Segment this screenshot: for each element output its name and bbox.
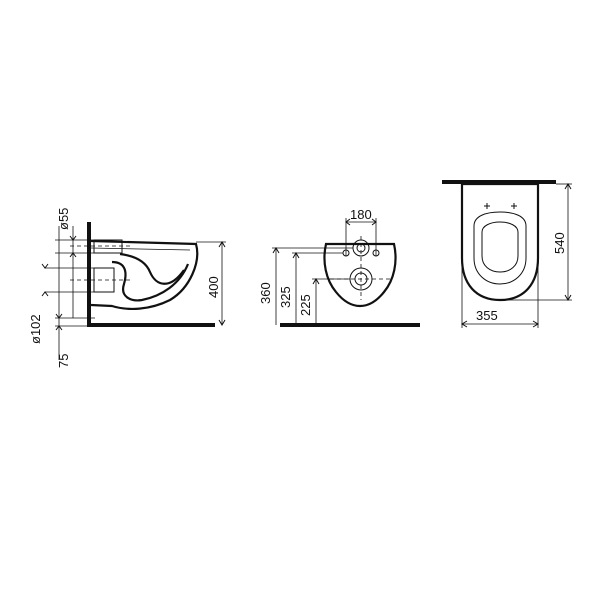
side-view-bowl-outline [90, 239, 199, 311]
top-dim-540-arrow-top [564, 183, 572, 190]
top-view-bowl-outline [460, 182, 540, 302]
top-view-seat-inner [481, 221, 519, 273]
side-view-trap [119, 252, 185, 285]
front-dim-360-arrow [272, 247, 280, 254]
front-dim-height-325: 325 [278, 286, 293, 308]
top-view: 355 540 [442, 180, 572, 328]
top-dim-355-arrow-left [461, 320, 468, 328]
side-view-rim [90, 247, 191, 251]
front-dim-180-arrow-left [345, 218, 351, 226]
side-dim-total-height: 400 [206, 276, 221, 298]
top-dim-width: 355 [476, 308, 498, 323]
front-dim-225-arrow [312, 278, 320, 285]
front-dim-height-360: 360 [258, 282, 273, 304]
front-dim-height-225: 225 [298, 294, 313, 316]
top-view-fixing-hole-right [511, 203, 517, 209]
top-dim-length: 540 [552, 232, 567, 254]
side-dim-arrow-4 [41, 291, 49, 297]
side-view-inlet [93, 239, 123, 254]
front-dim-fixing-spacing: 180 [350, 207, 372, 222]
side-dim-outlet-height: 75 [56, 354, 71, 368]
side-dim-arrow-1 [69, 235, 77, 241]
side-dim-waste-diameter: ø55 [56, 208, 71, 230]
side-view-floor [87, 323, 215, 327]
front-dim-325-arrow [292, 252, 300, 259]
top-dim-540-arrow-bottom [564, 294, 572, 301]
side-dim-outlet-diameter: ø102 [28, 314, 43, 344]
side-dim-400-arrow-bottom [218, 319, 226, 326]
side-dim-arrow-3 [41, 263, 49, 269]
top-dim-355-arrow-right [532, 320, 539, 328]
top-view-wall [442, 180, 556, 184]
side-view-trap-outer [111, 260, 190, 302]
front-view-floor [280, 323, 420, 327]
side-view-outlet [93, 267, 115, 293]
side-dim-arrow-2 [69, 252, 77, 258]
front-dim-180-arrow-right [371, 218, 377, 226]
side-view-wall [87, 222, 91, 327]
front-view: 180 360 325 225 [258, 207, 420, 327]
side-dim-arrow-5 [55, 313, 63, 319]
side-dim-arrow-6 [55, 325, 63, 331]
top-view-seat-outer [473, 211, 527, 285]
side-dim-400-arrow-top [218, 241, 226, 248]
side-view: ø55 ø102 75 400 [28, 208, 226, 368]
front-view-bowl-outline [323, 242, 397, 308]
top-view-fixing-hole-left [484, 203, 490, 209]
